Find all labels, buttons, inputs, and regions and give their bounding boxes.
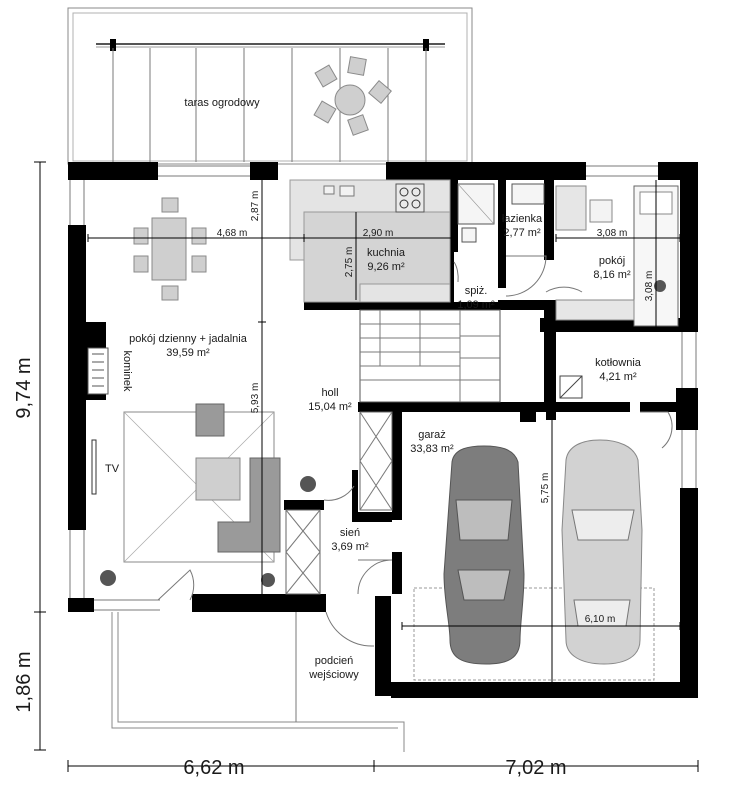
dim-kitchen-depth: 2,75 m	[344, 247, 355, 278]
dim-garage-width: 6,10 m	[585, 614, 616, 625]
hall-name: holl	[321, 387, 338, 399]
dim-overall-depth: 9,74 m	[13, 357, 35, 418]
boiler-room-area: 4,21 m²	[599, 371, 637, 383]
room-furniture	[555, 185, 679, 327]
porch-outline	[111, 612, 405, 752]
terrace	[67, 7, 473, 165]
dim-garage-depth: 5,75 m	[540, 473, 551, 504]
dim-porch-depth: 1,86 m	[13, 651, 35, 712]
boiler-room-name: kotłownia	[595, 357, 642, 369]
stairs	[359, 309, 501, 403]
vestibule-name: sień	[340, 527, 360, 539]
living-room-name: pokój dzienny + jadalnia	[129, 333, 248, 345]
kitchen-area: 9,26 m²	[367, 261, 405, 273]
bathroom-fixtures	[457, 183, 545, 243]
bathroom-area: 2,77 m²	[503, 227, 541, 239]
hall-area: 15,04 m²	[308, 401, 352, 413]
dim-right-width: 7,02 m	[505, 757, 566, 779]
dim-kitchen-width: 2,90 m	[363, 228, 394, 239]
tv-label: TV	[105, 463, 120, 475]
living-furniture	[87, 347, 281, 563]
room-name: pokój	[599, 255, 625, 267]
garage-area: 33,83 m²	[410, 443, 454, 455]
kitchen-name: kuchnia	[367, 247, 406, 259]
fireplace-label: kominek	[121, 351, 133, 392]
vestibule-area: 3,69 m²	[331, 541, 369, 553]
plant-icon	[100, 280, 666, 587]
pantry-area: 1,09 m²	[457, 299, 495, 311]
boiler-icon	[559, 375, 583, 399]
pantry-name: spiż.	[465, 285, 488, 297]
walls	[68, 162, 698, 698]
porch-name-line1: podcień	[315, 655, 354, 667]
dim-room-width: 3,08 m	[597, 228, 628, 239]
dim-living-width: 4,68 m	[217, 228, 248, 239]
wardrobes	[285, 411, 393, 595]
garden-table-icon	[313, 56, 392, 136]
dim-living-depth: 5,93 m	[250, 383, 261, 414]
car-icon	[443, 445, 525, 665]
dimension-lines	[34, 161, 699, 772]
kitchen-area	[289, 179, 451, 303]
dim-room-depth: 3,08 m	[644, 271, 655, 302]
bathroom-name: łazienka	[502, 213, 543, 225]
terrace-label: taras ogrodowy	[184, 97, 260, 109]
room-area: 8,16 m²	[593, 269, 631, 281]
living-room-area: 39,59 m²	[166, 347, 210, 359]
dim-left-width: 6,62 m	[183, 757, 244, 779]
dining-table-icon	[133, 197, 207, 301]
dim-dining-depth: 2,87 m	[250, 191, 261, 222]
doors	[157, 255, 673, 647]
porch-name-line2: wejściowy	[308, 669, 359, 681]
garage-name: garaż	[418, 429, 446, 441]
car-icon	[561, 439, 643, 665]
